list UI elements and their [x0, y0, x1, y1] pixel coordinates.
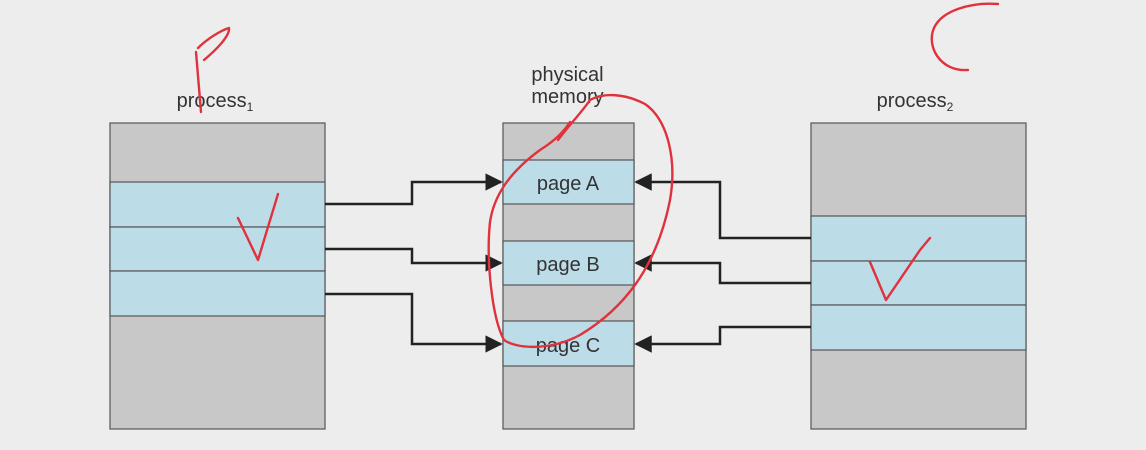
- page-c-frame: [502, 320, 635, 367]
- page-b-frame: [502, 240, 635, 286]
- pen-check-process1: [236, 192, 280, 262]
- arrow-p1-to-page-b: [325, 247, 503, 272]
- arrow-p2-to-page-a: [634, 173, 811, 240]
- pen-annotations: [194, 2, 1000, 349]
- arrow-p2-to-page-c: [634, 325, 811, 353]
- page-b-label: page B: [536, 254, 599, 276]
- page-c-label: page C: [536, 335, 601, 357]
- process2-page-2: [810, 260, 1027, 306]
- process1-page-1: [109, 181, 326, 228]
- pen-check-process2: [868, 236, 932, 302]
- arrow-p2-to-page-b: [634, 254, 811, 285]
- process2-label: process2: [876, 90, 954, 114]
- page-a-frame: [502, 159, 635, 205]
- pen-letter-p: [194, 26, 231, 114]
- process1-address-space: [109, 122, 326, 430]
- pen-letter-c: [930, 2, 1000, 72]
- physical-memory-block: [502, 122, 635, 430]
- process1-label: process1: [176, 90, 254, 114]
- pen-circle-shared-pages: [487, 93, 674, 349]
- arrow-p1-to-page-a: [325, 173, 503, 206]
- process2-address-space: [810, 122, 1027, 430]
- process2-page-3: [810, 304, 1027, 351]
- process1-page-2: [109, 226, 326, 272]
- arrow-p1-to-page-c: [325, 292, 503, 353]
- process1-page-3: [109, 270, 326, 317]
- page-a-label: page A: [537, 173, 600, 195]
